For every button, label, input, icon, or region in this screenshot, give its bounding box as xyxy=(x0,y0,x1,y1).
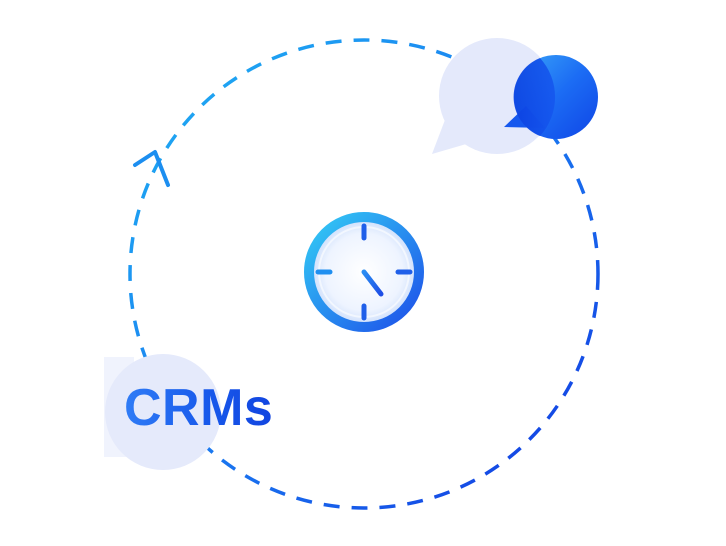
crm-label: CRMs xyxy=(124,379,274,437)
clock-icon xyxy=(304,212,424,332)
chat-bubbles-icon xyxy=(432,38,598,154)
dashed-loop xyxy=(128,38,600,510)
crm-badge xyxy=(104,354,221,470)
arrowhead-icon xyxy=(133,150,170,187)
